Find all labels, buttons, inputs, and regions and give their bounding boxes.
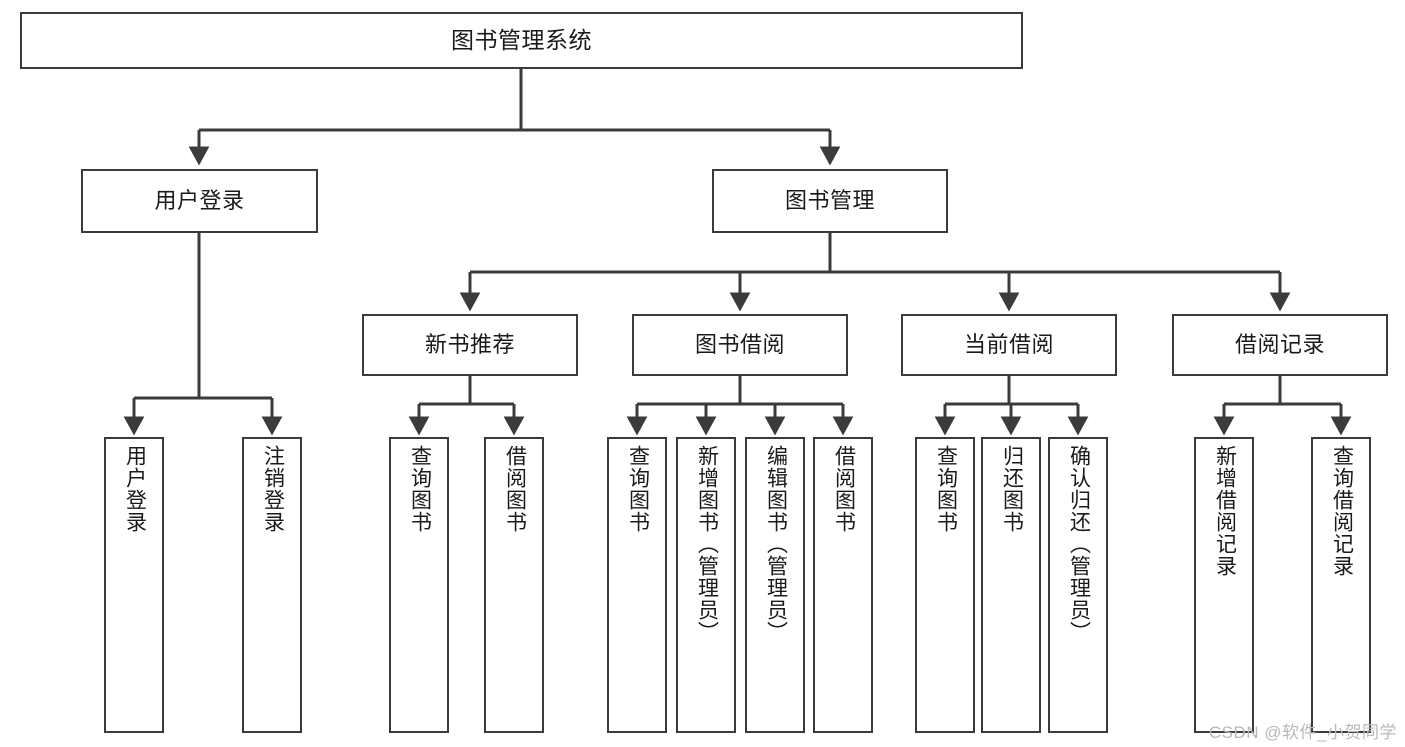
node-leaf-confirm-return[interactable]: 确认归还（管理员） [1048,437,1108,733]
node-label: 用户登录 [123,445,147,533]
node-label: 当前借阅 [963,332,1054,358]
node-label: 借阅记录 [1234,332,1325,358]
node-label: 确认归还（管理员） [1067,445,1091,643]
node-label: 新增借阅记录 [1213,445,1237,577]
node-label: 借阅图书 [503,445,527,533]
watermark-text: CSDN @软件_小贺同学 [1208,723,1397,742]
node-leaf-logout[interactable]: 注销登录 [242,437,302,733]
node-label: 用户登录 [154,188,245,214]
node-user-login[interactable]: 用户登录 [81,169,318,233]
node-label: 查询图书 [626,445,650,533]
node-leaf-query-book-2[interactable]: 查询图书 [607,437,667,733]
node-label: 注销登录 [261,445,285,533]
node-leaf-add-book[interactable]: 新增图书（管理员） [676,437,736,733]
node-new-book-recommend[interactable]: 新书推荐 [362,314,578,376]
node-label: 图书管理 [784,188,875,214]
node-label: 新书推荐 [424,332,515,358]
node-leaf-borrow-book-2[interactable]: 借阅图书 [813,437,873,733]
node-leaf-user-login[interactable]: 用户登录 [104,437,164,733]
node-leaf-query-record[interactable]: 查询借阅记录 [1311,437,1371,733]
node-book-management[interactable]: 图书管理 [712,169,948,233]
node-root-system[interactable]: 图书管理系统 [20,12,1023,69]
node-label: 借阅图书 [832,445,856,533]
node-leaf-query-book-1[interactable]: 查询图书 [389,437,449,733]
node-label: 编辑图书（管理员） [764,445,788,643]
node-leaf-borrow-book-1[interactable]: 借阅图书 [484,437,544,733]
node-borrow-record[interactable]: 借阅记录 [1172,314,1388,376]
node-label: 归还图书 [1000,445,1024,533]
node-label: 新增图书（管理员） [695,445,719,643]
node-current-borrow[interactable]: 当前借阅 [901,314,1117,376]
node-label: 图书借阅 [694,332,785,358]
node-label: 图书管理系统 [451,27,592,54]
node-leaf-edit-book[interactable]: 编辑图书（管理员） [745,437,805,733]
node-leaf-return-book[interactable]: 归还图书 [981,437,1041,733]
node-label: 查询借阅记录 [1330,445,1354,577]
node-leaf-add-record[interactable]: 新增借阅记录 [1194,437,1254,733]
node-label: 查询图书 [408,445,432,533]
node-leaf-query-book-3[interactable]: 查询图书 [915,437,975,733]
node-book-borrow[interactable]: 图书借阅 [632,314,848,376]
node-label: 查询图书 [934,445,958,533]
